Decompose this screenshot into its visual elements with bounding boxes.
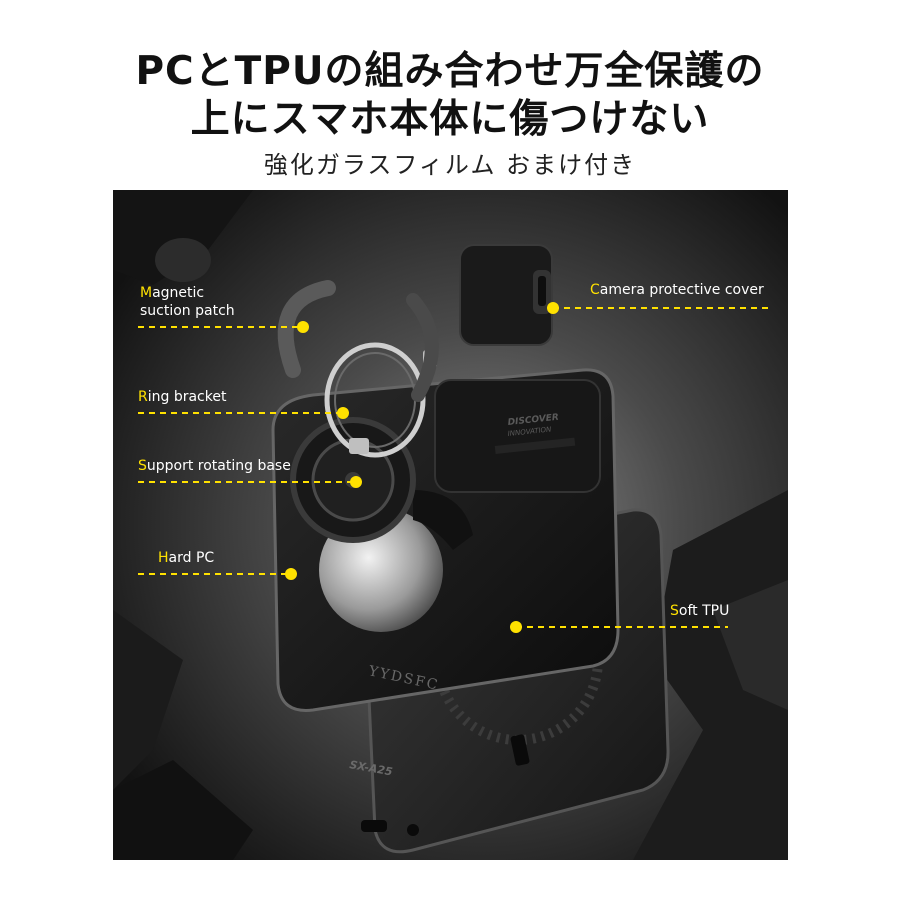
label-ring-bracket: Ring bracket [138, 388, 226, 406]
dot-ring [337, 407, 349, 419]
rock-left [113, 610, 183, 790]
label-soft-tpu: Soft TPU [670, 602, 729, 620]
rock-right-highlight [713, 580, 788, 710]
floating-pebble [155, 238, 211, 282]
usb-port [361, 820, 387, 832]
callout-dots [285, 302, 559, 633]
camera-module [434, 379, 601, 493]
product-scene: SX-A25 DISCOVER INNOVATION YYDSFC [113, 190, 788, 860]
callout-lines [138, 307, 773, 628]
camera-cover-piece [459, 244, 553, 346]
label-magnetic-rest: agnetic [152, 285, 205, 301]
label-magnetic-suction-patch: Magnetic suction patch [140, 284, 235, 320]
label-ring-rest: ing bracket [147, 389, 227, 405]
cutout-shadow [413, 490, 473, 550]
rock-right [633, 490, 788, 860]
headline-line-2: 上にスマホ本体に傷つけない [190, 97, 710, 142]
label-support-rotating-base: Support rotating base [138, 457, 291, 475]
label-hard-pc-initial: H [158, 550, 169, 566]
camera-cover-slot [538, 276, 546, 306]
dot-soft-tpu [510, 621, 522, 633]
label-support-rest: upport rotating base [146, 458, 291, 474]
speaker-hole [407, 824, 419, 836]
headline-line-1: PCとTPUの組み合わせ万全保護の [135, 49, 765, 94]
label-camera-rest: amera protective cover [599, 282, 764, 298]
label-magnetic-line2: suction patch [140, 303, 235, 319]
header: PCとTPUの組み合わせ万全保護の 上にスマホ本体に傷つけない 強化ガラスフィル… [0, 0, 900, 190]
magnetic-patch-arc-right [406, 293, 439, 402]
ring-bracket [324, 342, 426, 458]
label-support-initial: S [138, 458, 147, 474]
subtitle: 強化ガラスフィルム おまけ付き [263, 151, 637, 179]
rock-top-left [113, 190, 253, 285]
label-camera-initial: C [590, 282, 600, 298]
rock-bottom-left [113, 760, 253, 860]
label-hard-pc: Hard PC [158, 549, 214, 567]
dot-camera [547, 302, 559, 314]
label-camera-protective-cover: Camera protective cover [590, 281, 764, 299]
magnetic-patch-arc-left [277, 280, 336, 378]
ring-hinge [349, 438, 369, 454]
label-ring-initial: R [138, 389, 148, 405]
label-soft-tpu-rest: oft TPU [678, 603, 730, 619]
label-magnetic-initial: M [140, 285, 153, 301]
label-soft-tpu-initial: S [670, 603, 679, 619]
dot-support [350, 476, 362, 488]
embossed-bar [494, 437, 576, 454]
label-hard-pc-rest: ard PC [168, 550, 215, 566]
side-button-back [510, 734, 530, 766]
dot-magnetic [297, 321, 309, 333]
product-illustration: SX-A25 DISCOVER INNOVATION YYDSFC [113, 190, 788, 860]
dot-hard-pc [285, 568, 297, 580]
